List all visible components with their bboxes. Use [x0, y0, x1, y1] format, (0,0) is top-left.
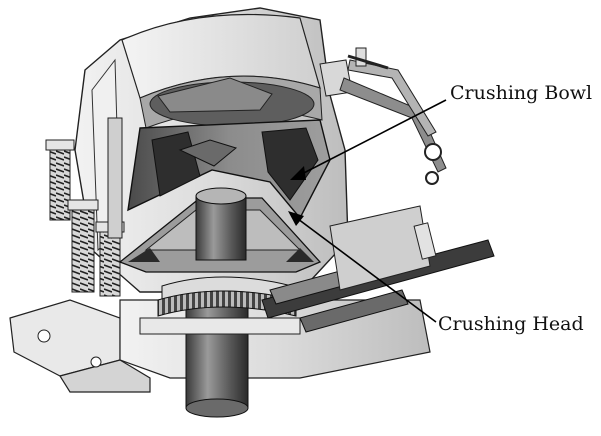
crushing-head-arrowhead: [288, 211, 304, 226]
crushing-head-leader-line: [293, 215, 437, 323]
feed-hopper: [121, 13, 323, 129]
crushing-bowl-label: Crushing Bowl: [450, 82, 593, 104]
bevel-gear: [139, 276, 301, 335]
crushing-head-label: Crushing Head: [438, 313, 584, 335]
tramp-release-springs: [45, 117, 125, 297]
crushing-bowl-leader-line: [293, 99, 447, 179]
callout-arrows: [288, 99, 447, 323]
crushing-bowl-arrowhead: [290, 166, 306, 180]
crushing-bowl: [127, 119, 331, 220]
adjustment-lever: [319, 47, 447, 185]
